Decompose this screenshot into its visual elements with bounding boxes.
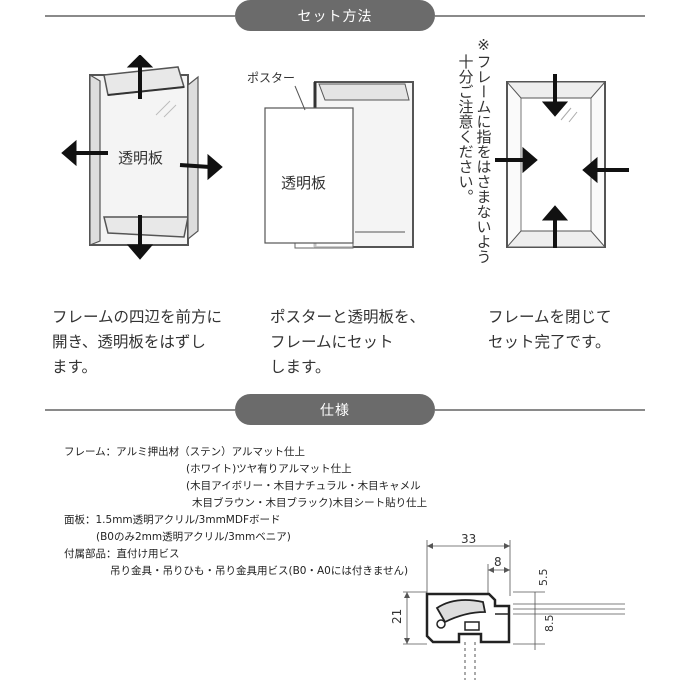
section-title-spec: 仕様 xyxy=(235,394,435,425)
step2-label: 透明板 xyxy=(281,174,326,192)
spec-frame-3: (木目アイボリー・木目ナチュラル・木目キャメル xyxy=(186,480,421,492)
step2-illustration: ポスター 透明板 xyxy=(247,71,414,249)
frame-left-flap xyxy=(89,73,101,246)
step2-caption-line: ポスターと透明板を、 xyxy=(270,308,426,326)
arrow-up-icon xyxy=(126,55,154,99)
spec-frame-4: 木目ブラウン・木目ブラック)木目シート貼り仕上 xyxy=(192,497,428,509)
frame-right-flap xyxy=(187,75,199,241)
dim-top: 5.5 xyxy=(537,569,550,587)
divider-spec-left xyxy=(45,409,235,411)
poster-label: ポスター xyxy=(247,71,295,85)
section-title-setup: セット方法 xyxy=(235,0,435,31)
step3-caption-line: フレームを閉じて xyxy=(488,308,612,326)
arrow-right-icon xyxy=(495,146,538,174)
frame-cross-section: 33 8 21 5.5 8.5 xyxy=(390,532,625,680)
step3-illustration xyxy=(495,74,629,248)
spec-panel: 面板：1.5mm透明アクリル/3mmMDFボード xyxy=(64,514,281,526)
divider-setup-left xyxy=(45,15,235,17)
step1-caption-line: フレームの四辺を前方に xyxy=(52,308,223,326)
step3-caption: フレームを閉じて セット完了です。 xyxy=(488,305,612,355)
caution-note-line1: ※フレームに指をはさまないよう xyxy=(474,36,493,264)
spec-panel-2: (B0のみ2mm透明アクリル/3mmベニア) xyxy=(96,531,291,543)
spec-frame: フレーム：アルミ押出材（ステン）アルマット仕上 xyxy=(64,446,305,458)
dim-lip: 8 xyxy=(494,555,502,569)
step2-caption-line: フレームにセット xyxy=(270,333,394,351)
arrow-down-icon xyxy=(541,74,569,117)
spec-parts-2: 吊り金具・吊りひも・吊り金具用ビス(B0・A0には付きません) xyxy=(110,565,409,577)
frame-bottom-flap xyxy=(103,216,189,238)
arrow-down-icon xyxy=(126,215,154,260)
dim-width: 33 xyxy=(461,532,476,546)
step3-caption-line: セット完了です。 xyxy=(488,333,611,351)
arrow-right-icon xyxy=(179,153,223,181)
step1-label: 透明板 xyxy=(118,149,163,167)
dim-bottom: 8.5 xyxy=(543,615,556,633)
spec-frame-2: (ホワイト)ツヤ有りアルマット仕上 xyxy=(186,463,352,475)
arrow-up-icon xyxy=(541,205,569,248)
step1-caption: フレームの四辺を前方に 開き、透明板をはずし ます。 xyxy=(52,305,222,380)
step1-caption-line: 開き、透明板をはずし xyxy=(52,333,206,351)
spec-parts: 付属部品：直付け用ビス xyxy=(64,548,180,560)
step1-caption-line: ます。 xyxy=(52,358,97,376)
arrow-left-icon xyxy=(61,139,108,167)
step2-caption: ポスターと透明板を、 フレームにセット します。 xyxy=(270,305,425,380)
step1-illustration: 透明板 xyxy=(61,55,223,260)
divider-setup-right xyxy=(435,15,645,17)
dim-height: 21 xyxy=(390,609,404,624)
poster-sheet xyxy=(264,107,354,244)
frame-top-flap xyxy=(103,66,185,96)
step2-caption-line: します。 xyxy=(270,358,331,376)
arrow-left-icon xyxy=(582,156,629,184)
divider-spec-right xyxy=(435,409,645,411)
caution-note-line2: 十分ご注意ください。 xyxy=(456,54,475,204)
